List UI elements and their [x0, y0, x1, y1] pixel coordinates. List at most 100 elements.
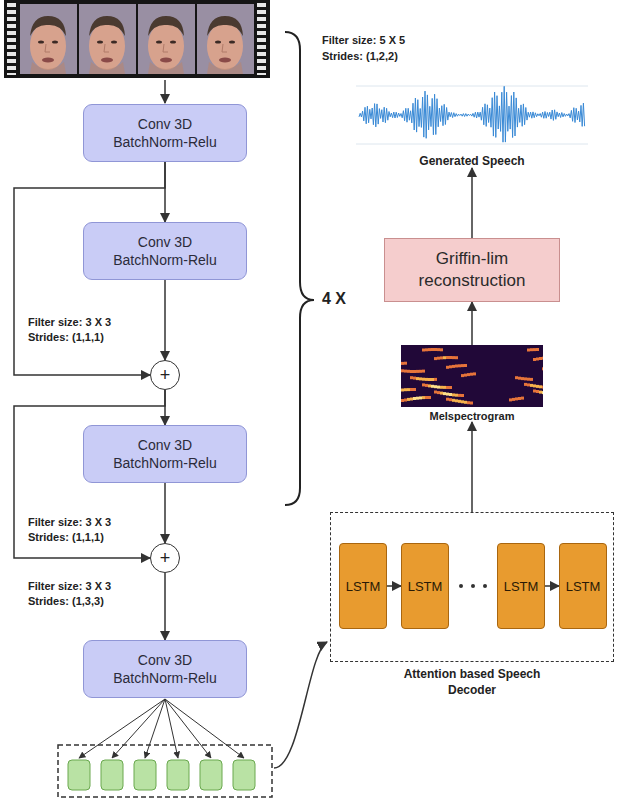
spectrogram-cell: [434, 357, 437, 360]
spectrogram-cell: [437, 386, 440, 389]
flow-arrow: [387, 585, 401, 587]
spectrogram-cell: [416, 377, 419, 380]
spectrogram-cell: [404, 370, 407, 373]
waveform-line: [359, 86, 585, 142]
spectrogram-cell: [470, 402, 473, 405]
node-text: LSTM: [566, 579, 601, 594]
node-text: Conv 3D BatchNorm-Relu: [107, 651, 223, 687]
spectrogram-cell: [458, 394, 461, 397]
node-text: Griffin-lim reconstruction: [397, 248, 547, 292]
spectrogram-cell: [401, 369, 404, 372]
spectrogram-cell: [521, 377, 524, 380]
flow-arrow: [164, 573, 166, 640]
spectrogram-cell: [440, 356, 443, 359]
spectrogram-cell: [401, 399, 404, 402]
layer-parameter: Strides: (1,2,2): [322, 50, 398, 62]
spectrogram-cell: [407, 388, 410, 391]
spectrogram-cell: [407, 398, 410, 401]
spectrogram-cell: [422, 370, 425, 373]
spectrogram-cell: [410, 388, 413, 391]
spectrogram-cell: [437, 391, 440, 394]
node-text: Attention based Speech Decoder: [387, 667, 557, 698]
layer-parameter: Filter size: 3 X 3: [28, 580, 111, 592]
repeat-count: 4 X: [322, 290, 346, 308]
spectrogram-cell: [455, 365, 458, 368]
conv3d-block: Conv 3D BatchNorm-Relu: [83, 222, 247, 280]
spectrogram-cell: [452, 356, 455, 359]
spectrogram-cell: [446, 398, 449, 401]
spectrogram-cell: [458, 364, 461, 367]
spectrogram-cell: [428, 378, 431, 381]
lstm-cell: LSTM: [339, 543, 387, 629]
decoder-group: Attention based Speech DecoderLSTMLSTMLS…: [330, 512, 614, 662]
spectrogram-cell: [419, 370, 422, 373]
spectrogram-cell: [407, 370, 410, 373]
spectrogram-cell: [443, 386, 446, 389]
spectrogram-cell: [422, 349, 425, 352]
spectrogram-cell: [446, 393, 449, 396]
spectrogram-cell: [443, 392, 446, 395]
feature-vectors: [58, 745, 272, 797]
spectrogram-cell: [461, 400, 464, 403]
spectrogram-cell: [470, 373, 473, 376]
conv3d-block: Conv 3D BatchNorm-Relu: [83, 640, 247, 698]
spectrogram-cell: [449, 386, 452, 389]
spectrogram-cell: [422, 383, 425, 386]
spectrogram-cell: [467, 373, 470, 376]
spectrogram-cell: [464, 374, 467, 377]
spectrogram-cell: [518, 397, 521, 400]
node-text: Conv 3D BatchNorm-Relu: [107, 233, 223, 269]
spectrogram-cell: [536, 358, 539, 361]
spectrogram-cell: [455, 356, 458, 359]
spectrogram-cell: [518, 377, 521, 380]
grid-line: [356, 144, 588, 145]
spectrogram-cell: [434, 391, 437, 394]
spectrogram-cell: [461, 364, 464, 367]
spectrogram-cell: [425, 378, 428, 381]
node-text: Melspectrogram: [430, 410, 515, 422]
spectrogram-cell: [440, 392, 443, 395]
spectrogram-cell: [461, 374, 464, 377]
spectrogram-cell: [410, 370, 413, 373]
layer-parameter: Strides: (1,1,1): [28, 331, 104, 343]
spectrogram-cell: [455, 394, 458, 397]
lstm-cell: LSTM: [559, 543, 607, 629]
flow-arrow: [471, 168, 473, 238]
spectrogram-cell: [401, 389, 404, 392]
grid-line: [356, 86, 588, 87]
spectrogram-cell: [449, 365, 452, 368]
spectrogram-ground: [401, 345, 543, 407]
spectrogram-cell: [425, 396, 428, 399]
node-text: LSTM: [408, 579, 443, 594]
spectrogram-cell: [542, 357, 543, 360]
dot: [483, 584, 487, 588]
spectrogram-cell: [539, 385, 542, 388]
spectrogram-cell: [425, 348, 428, 351]
dot: [459, 584, 463, 588]
layer-parameter: Strides: (1,1,1): [28, 531, 104, 543]
spectrogram-cell: [416, 370, 419, 373]
spectrogram-cell: [419, 377, 422, 380]
spectrogram-cell: [464, 401, 467, 404]
spectrogram-cell: [443, 356, 446, 359]
spectrogram-cell: [533, 358, 536, 361]
spectrogram-cell: [539, 357, 542, 360]
layer-parameter: Filter size: 5 X 5: [322, 34, 405, 46]
spectrogram-cell: [521, 397, 524, 400]
spectrogram-cell: [515, 397, 518, 400]
flow-arrow: [545, 585, 559, 587]
conv3d-block: Conv 3D BatchNorm-Relu: [83, 425, 247, 483]
film-strip: [4, 0, 270, 78]
spectrogram-cell: [536, 390, 539, 393]
spectrogram-cell: [413, 370, 416, 373]
node-text: Conv 3D BatchNorm-Relu: [107, 115, 223, 151]
waveform-plot: [356, 80, 588, 150]
spectrogram-image: Melspectrogram: [401, 345, 543, 422]
spectrogram-cell: [434, 385, 437, 388]
spectrogram-cell: [413, 377, 416, 380]
spectrogram-cell: [530, 348, 533, 351]
spectrogram-cell: [410, 376, 413, 379]
sum-junction: +: [150, 543, 180, 573]
flow-arrow: [164, 280, 166, 360]
